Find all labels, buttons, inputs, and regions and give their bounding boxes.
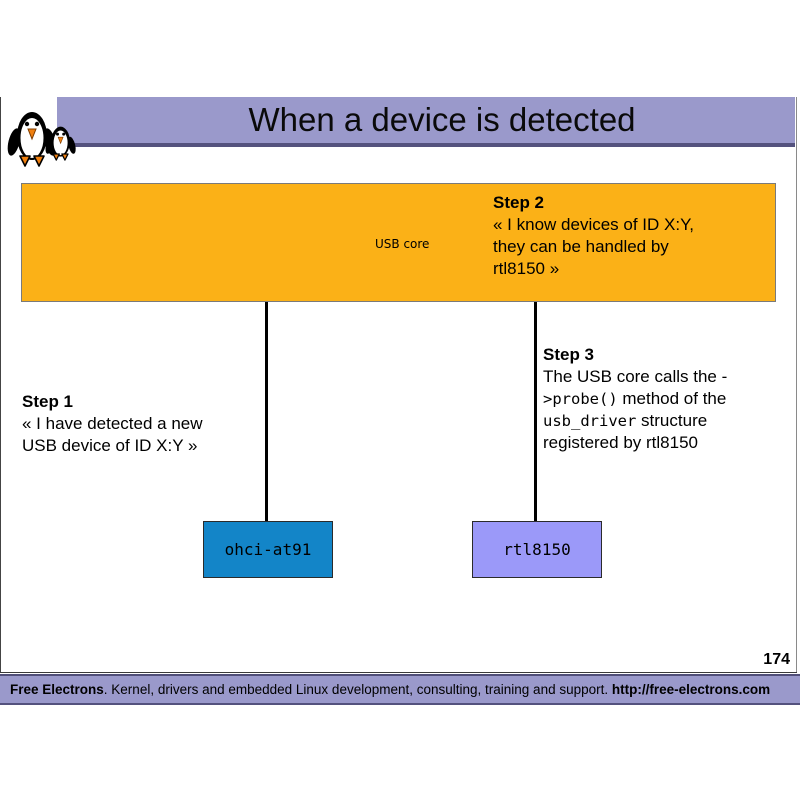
step-line: The USB core calls the - — [543, 367, 728, 386]
ohci-at91-box: ohci-at91 — [203, 521, 333, 578]
slide-left-border — [0, 97, 1, 673]
usb-core-box: USB core Step 2 « I know devices of ID X… — [21, 183, 776, 302]
step1-title: Step 1 — [22, 392, 74, 411]
footer-bar: Free Electrons. Kernel, drivers and embe… — [0, 674, 800, 705]
slide-right-border — [796, 97, 797, 673]
ohci-at91-label: ohci-at91 — [224, 540, 312, 559]
page-title: When a device is detected — [248, 101, 636, 138]
step-line: usb_driver structure — [543, 411, 708, 430]
connector-line-ohci — [265, 302, 268, 521]
page-number: 174 — [763, 651, 790, 668]
step3-lines: The USB core calls the - >probe() method … — [543, 366, 727, 454]
rtl8150-label: rtl8150 — [503, 540, 571, 559]
step-line: « I know devices of ID X:Y, — [493, 215, 694, 234]
footer-text: Free Electrons. Kernel, drivers and embe… — [10, 682, 770, 697]
content-bottom-divider — [0, 672, 797, 673]
free-electrons-penguins-icon — [7, 112, 76, 167]
step-line: « I have detected a new — [22, 414, 203, 433]
step-line: registered by rtl8150 — [543, 433, 698, 452]
step3-text: Step 3 The USB core calls the - >probe() … — [543, 344, 727, 454]
connector-line-rtl — [534, 302, 537, 521]
step2-text: Step 2 « I know devices of ID X:Y, they c… — [493, 192, 775, 280]
usb-core-label: USB core — [375, 237, 430, 251]
rtl8150-box: rtl8150 — [472, 521, 602, 578]
step-line: >probe() method of the — [543, 389, 727, 408]
footer-tagline: . Kernel, drivers and embedded Linux dev… — [103, 682, 612, 697]
step2-lines: « I know devices of ID X:Y, they can be h… — [493, 214, 775, 280]
footer-brand: Free Electrons — [10, 682, 104, 697]
step-line: they can be handled by — [493, 237, 669, 256]
title-bar: When a device is detected — [1, 97, 795, 147]
step2-title: Step 2 — [493, 193, 545, 212]
step-line: rtl8150 » — [493, 259, 560, 278]
footer-url[interactable]: http://free-electrons.com — [611, 682, 771, 697]
step-line: USB device of ID X:Y » — [22, 436, 198, 455]
step3-title: Step 3 — [543, 345, 595, 364]
